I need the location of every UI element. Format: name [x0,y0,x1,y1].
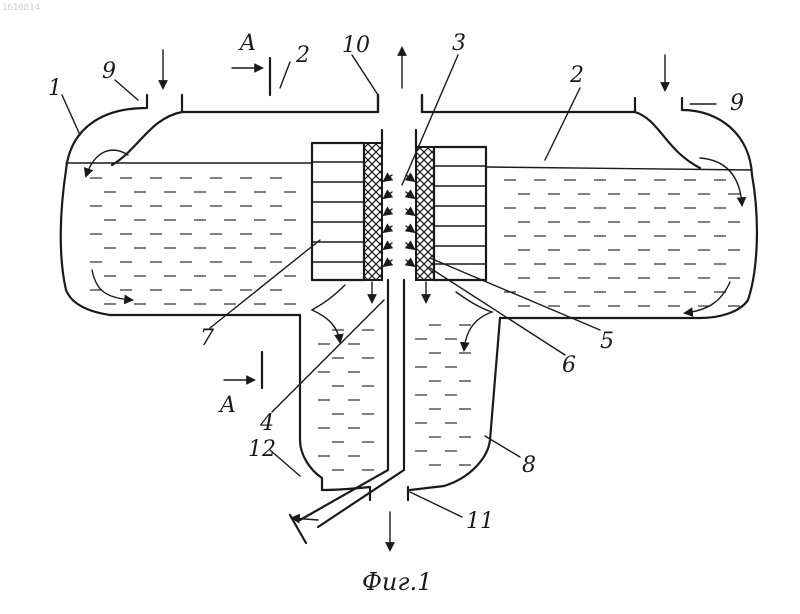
label-5: 5 [600,329,614,354]
section-mark-bottom: A [218,352,262,418]
label-9-right: 9 [730,91,744,116]
section-mark-top: A [232,31,270,95]
label-6: 6 [562,353,576,378]
figure-caption: Фиг.1 [362,568,432,596]
label-10: 10 [342,33,370,58]
corner-mark: 1610814 [2,3,40,13]
label-1: 1 [48,76,62,101]
label-12: 12 [248,437,276,462]
label-9-left: 9 [102,59,116,84]
drain-pipe [290,280,404,543]
label-7: 7 [200,326,214,351]
vessel-outline [61,95,757,500]
central-block [312,95,486,280]
flow-arrows [86,48,742,550]
part-labels: 1 9 2 10 3 2 9 7 5 6 4 12 8 11 [48,31,744,534]
label-8: 8 [522,453,536,478]
svg-text:A: A [218,393,236,418]
label-3: 3 [452,31,466,56]
label-2-right: 2 [569,63,584,88]
label-4: 4 [259,411,274,436]
label-11: 11 [466,509,494,534]
svg-text:A: A [238,31,256,56]
label-2-left: 2 [295,43,310,68]
